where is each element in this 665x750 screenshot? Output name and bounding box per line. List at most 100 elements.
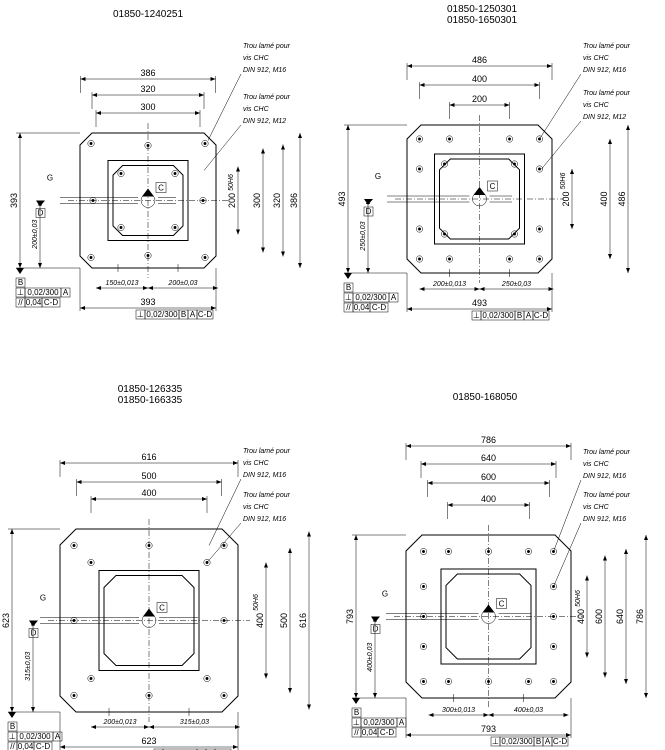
leader-line [541,120,582,170]
bolt-hole [445,678,452,685]
bolt-hole [416,225,423,233]
datum-d-box [370,624,381,634]
arrowhead [264,562,268,568]
note-hole-m16: vis CHC [583,461,610,468]
note-hole-secondary: vis CHC [583,102,610,109]
flatness-ref-text: A [55,732,61,741]
arrowhead [427,481,433,485]
arrowhead [60,745,65,749]
arrowhead [31,707,35,712]
bottom-perp-ref-text: A [545,737,551,746]
arrowhead [421,462,426,466]
bolt-hole [117,224,125,231]
arrowhead [563,713,569,717]
top-dimension: 386 [140,68,155,78]
arrowhead [366,268,370,273]
top-dimension: 500 [141,471,156,481]
note-hole-m16: DIN 912, M16 [243,67,286,74]
note-hole-m16: Trou lamé pour [243,448,291,455]
parallelism-symbol-text: // [18,298,23,307]
right-dimension: 640 [615,609,625,624]
right-dimension: 200 [561,191,571,206]
right-dimension: 400 [599,191,609,206]
g-mark: G [382,590,388,599]
right-dimension: 486 [617,191,627,206]
bottom-perp-ref [551,736,569,747]
bolt-hole-center [418,137,421,141]
bottom-perp-ref-text: B [181,310,186,319]
arrowhead [626,268,630,273]
note-hole-m16: vis CHC [243,460,270,467]
arrowhead [346,268,350,273]
datum-d-box-text: D [373,625,379,634]
note-hole-secondary: DIN 912, M12 [243,118,286,125]
arrowhead [18,263,22,268]
bolt-hole-center [422,615,425,618]
flatness-ref-text: A [391,293,397,302]
flatness-symbol-text: ⊥ [9,732,16,741]
bolt-hole-center [538,167,541,171]
arrowhead [373,693,377,698]
bolt-hole-center [552,680,555,683]
parallelism-symbol-text: // [354,728,359,737]
right-dimension: 786 [635,609,645,624]
bolt-hole [550,678,557,685]
note-hole-secondary: DIN 912, M16 [243,516,286,523]
bolt-hole-center [513,232,516,236]
arrowhead [504,103,510,107]
note-hole-m16: vis CHC [583,55,610,62]
arrowhead [585,652,589,658]
bolt-hole [550,643,557,650]
bolt-hole [201,254,209,261]
overall-height: 623 [1,613,11,628]
bolt-hole-center [119,172,123,175]
height-offset: 400±0,03 [367,643,374,672]
note-hole-secondary: vis CHC [243,106,270,113]
top-dimension: 320 [140,84,155,94]
bottom-perp-ref [214,748,232,750]
bolt-hole-center [527,550,530,553]
datum-c-triangle [473,187,486,195]
bolt-hole [420,583,427,590]
arrowhead [570,169,574,174]
bolt-hole-center [448,137,451,141]
bottom-dimension-left: 200±0,013 [102,719,136,726]
note-hole-secondary: DIN 912, M16 [583,516,626,523]
note-hole-secondary: vis CHC [583,504,610,511]
bottom-dimension-right: 250±0,03 [501,281,531,288]
bolt-hole [525,548,532,555]
overall-height: 793 [345,609,355,624]
arrowhead [488,713,494,717]
bolt-hole [550,583,557,590]
bore-tolerance: 50H6 [560,173,567,190]
bolt-hole-center [201,199,205,202]
bottom-dimension-right: 315±0,03 [180,719,209,726]
parallelism-value-text: 0,04 [362,728,378,737]
overall-width: 793 [481,724,496,734]
arrowhead [149,725,154,729]
g-mark: G [40,594,46,603]
arrowhead [235,725,240,729]
bolt-hole [87,254,95,261]
arrowhead [644,693,648,698]
arrowhead [261,247,265,253]
bolt-hole-center [552,615,555,618]
bottom-perp-symbol [153,748,164,750]
arrowhead [216,480,222,484]
flatness-value-text: 0,02/300 [19,732,51,741]
arrowhead [38,263,42,268]
arrowhead [144,725,149,729]
parallelism-ref [41,297,61,308]
plate-outline [405,534,572,699]
bolt-hole [506,255,513,263]
bolt-hole-center [552,645,555,648]
bottom-perp-ref [196,748,207,750]
bottom-perp-symbol-text: ⊥ [473,311,480,320]
bolt-hole [220,692,228,699]
flatness-symbol-text: ⊥ [17,288,24,297]
arrowhead [407,307,412,311]
note-hole-secondary: DIN 912, M12 [583,114,626,121]
arrowhead [202,497,207,501]
bolt-hole [485,548,492,555]
